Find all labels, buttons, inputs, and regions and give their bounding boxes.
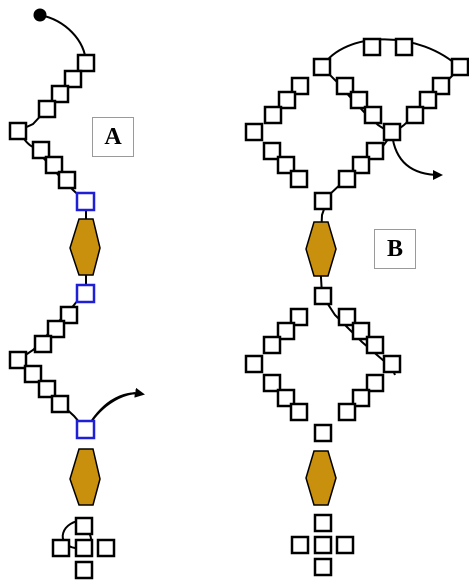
bead xyxy=(337,169,357,189)
highlight-bead xyxy=(75,283,96,304)
bead xyxy=(351,321,371,341)
pattern-a xyxy=(8,8,145,580)
bead xyxy=(44,155,64,175)
bead xyxy=(289,402,309,422)
bead xyxy=(313,423,333,443)
bead xyxy=(262,335,282,355)
bead xyxy=(31,140,51,160)
bead xyxy=(50,84,70,104)
bead xyxy=(351,388,371,408)
bead xyxy=(337,402,357,422)
bead xyxy=(290,76,310,96)
bead xyxy=(37,99,57,119)
bead xyxy=(365,335,385,355)
bead xyxy=(263,105,283,125)
hexagon-bead xyxy=(69,218,101,276)
highlight-bead xyxy=(75,419,96,440)
bead xyxy=(51,538,71,558)
bead xyxy=(76,53,96,73)
bead xyxy=(57,170,77,190)
bead xyxy=(349,90,369,110)
bead xyxy=(277,90,297,110)
bead xyxy=(37,379,57,399)
bead xyxy=(262,141,282,161)
label-a: A xyxy=(92,117,134,157)
bead xyxy=(313,535,333,555)
bead xyxy=(313,513,333,533)
bead xyxy=(313,286,333,306)
bead xyxy=(405,105,425,125)
highlight-bead xyxy=(75,191,96,212)
bead xyxy=(363,105,383,125)
bead xyxy=(63,69,83,89)
bead xyxy=(382,122,402,142)
bead xyxy=(431,76,451,96)
bead xyxy=(23,364,43,384)
bead xyxy=(312,57,332,77)
bead xyxy=(33,334,53,354)
bead xyxy=(276,321,296,341)
bead xyxy=(362,37,382,57)
hexagon-bead xyxy=(305,221,337,277)
bead xyxy=(418,90,438,110)
bead xyxy=(394,37,414,57)
bead xyxy=(244,122,264,142)
label-a-text: A xyxy=(104,123,122,150)
bead xyxy=(46,319,66,339)
hexagon-bead xyxy=(69,448,101,506)
bead xyxy=(8,121,28,141)
bead xyxy=(337,307,357,327)
bead xyxy=(450,57,469,77)
bead xyxy=(335,76,355,96)
bead xyxy=(335,535,355,555)
bead xyxy=(244,354,264,374)
bead xyxy=(50,394,70,414)
bead xyxy=(59,305,79,325)
bead xyxy=(74,560,94,580)
bead xyxy=(382,354,402,374)
bead xyxy=(289,307,309,327)
bead xyxy=(74,538,94,558)
bead xyxy=(351,155,371,175)
start-dot-icon xyxy=(33,8,47,22)
bead xyxy=(262,373,282,393)
bead xyxy=(365,141,385,161)
bead xyxy=(290,535,310,555)
bead xyxy=(313,557,333,577)
bead xyxy=(365,373,385,393)
bead xyxy=(8,350,28,370)
pattern-b xyxy=(244,37,469,577)
bead xyxy=(289,169,309,189)
bead xyxy=(276,388,296,408)
bead xyxy=(313,191,333,211)
hexagon-bead xyxy=(305,450,337,506)
bead xyxy=(96,538,116,558)
bead xyxy=(276,155,296,175)
label-b: B xyxy=(374,229,416,269)
bead xyxy=(74,516,94,536)
label-b-text: B xyxy=(386,235,403,262)
